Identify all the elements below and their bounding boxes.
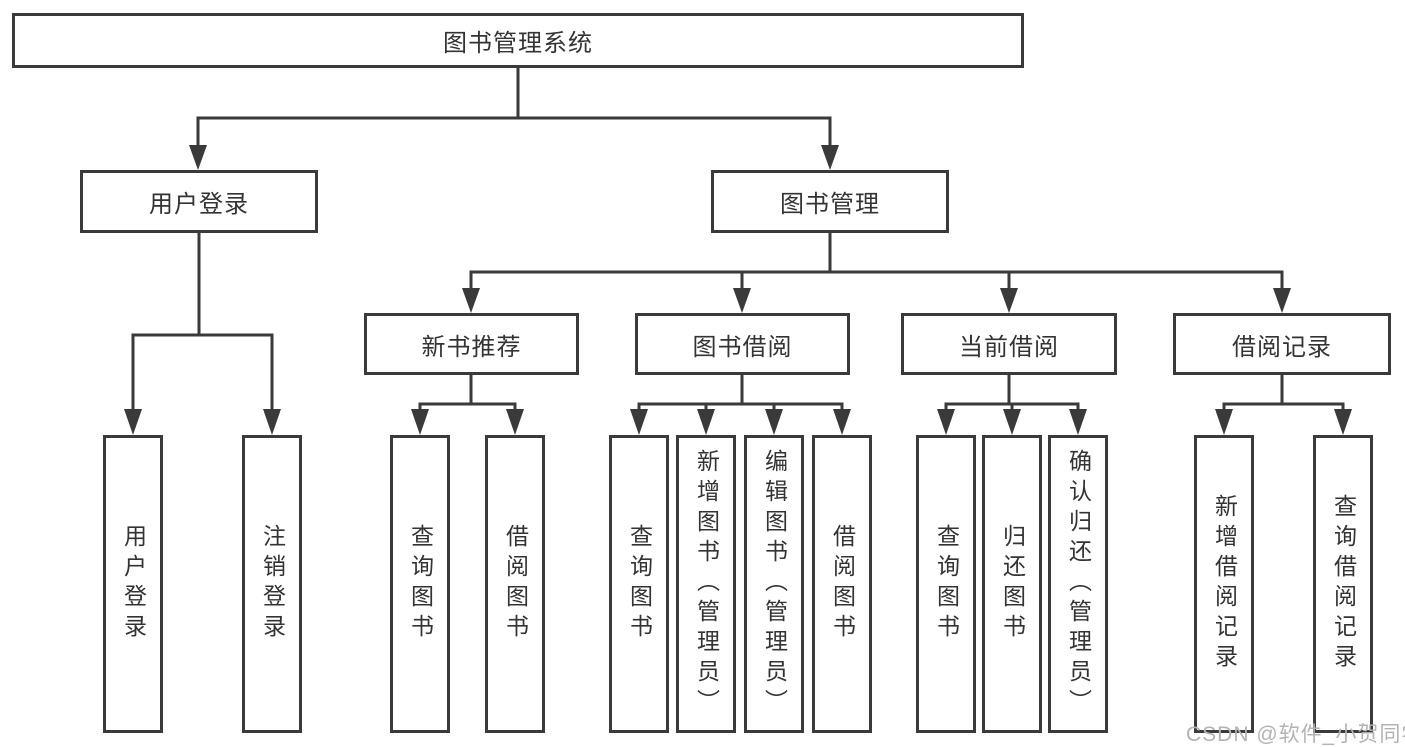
node-label: 当前借阅 xyxy=(959,333,1059,361)
node-label: 确认归还（管理员） xyxy=(1065,449,1092,719)
leaf-borrowing-query-books: 查询图书 xyxy=(609,435,669,733)
node-new-book-recommend: 新书推荐 xyxy=(364,313,579,375)
node-label: 借阅图书 xyxy=(502,524,529,644)
node-current-borrowing: 当前借阅 xyxy=(901,313,1117,375)
node-label: 查询借阅记录 xyxy=(1330,494,1357,674)
node-label: 编辑图书（管理员） xyxy=(761,449,788,719)
node-label: 用户登录 xyxy=(149,191,249,218)
node-book-management: 图书管理 xyxy=(711,170,949,233)
node-library-system: 图书管理系统 xyxy=(12,13,1024,68)
leaf-current-confirm-return-admin: 确认归还（管理员） xyxy=(1048,435,1108,733)
node-label: 新增图书（管理员） xyxy=(693,449,720,719)
leaf-records-add-record: 新增借阅记录 xyxy=(1194,435,1254,733)
leaf-borrowing-edit-books-admin: 编辑图书（管理员） xyxy=(744,435,804,733)
node-label: 图书借阅 xyxy=(692,333,793,361)
watermark: CSDN @软件_小贺同学 xyxy=(1186,723,1405,746)
leaf-recommend-borrow-books: 借阅图书 xyxy=(485,435,545,733)
leaf-user-login: 用户登录 xyxy=(103,435,163,733)
leaf-logout: 注销登录 xyxy=(242,435,302,733)
node-label: 借阅图书 xyxy=(829,524,856,644)
node-label: 新增借阅记录 xyxy=(1211,494,1238,674)
node-label: 借阅记录 xyxy=(1232,333,1332,361)
leaf-records-query-record: 查询借阅记录 xyxy=(1313,435,1373,733)
node-borrowing-records: 借阅记录 xyxy=(1173,313,1391,375)
node-label: 图书管理 xyxy=(780,191,880,218)
node-label: 新书推荐 xyxy=(421,333,522,361)
leaf-current-query-books: 查询图书 xyxy=(916,435,976,733)
node-label: 用户登录 xyxy=(120,524,147,644)
leaf-borrowing-add-books-admin: 新增图书（管理员） xyxy=(676,435,736,733)
node-label: 图书管理系统 xyxy=(443,30,593,57)
leaf-borrowing-borrow-books: 借阅图书 xyxy=(812,435,872,733)
node-book-borrowing: 图书借阅 xyxy=(635,313,850,375)
node-label: 注销登录 xyxy=(259,524,286,644)
node-label: 查询图书 xyxy=(407,524,434,644)
node-user-login: 用户登录 xyxy=(80,170,318,233)
arrowheads xyxy=(124,145,1352,435)
node-label: 查询图书 xyxy=(933,524,960,644)
node-label: 查询图书 xyxy=(626,524,653,644)
leaf-current-return-books: 归还图书 xyxy=(982,435,1042,733)
node-label: 归还图书 xyxy=(999,524,1026,644)
leaf-recommend-query-books: 查询图书 xyxy=(390,435,450,733)
